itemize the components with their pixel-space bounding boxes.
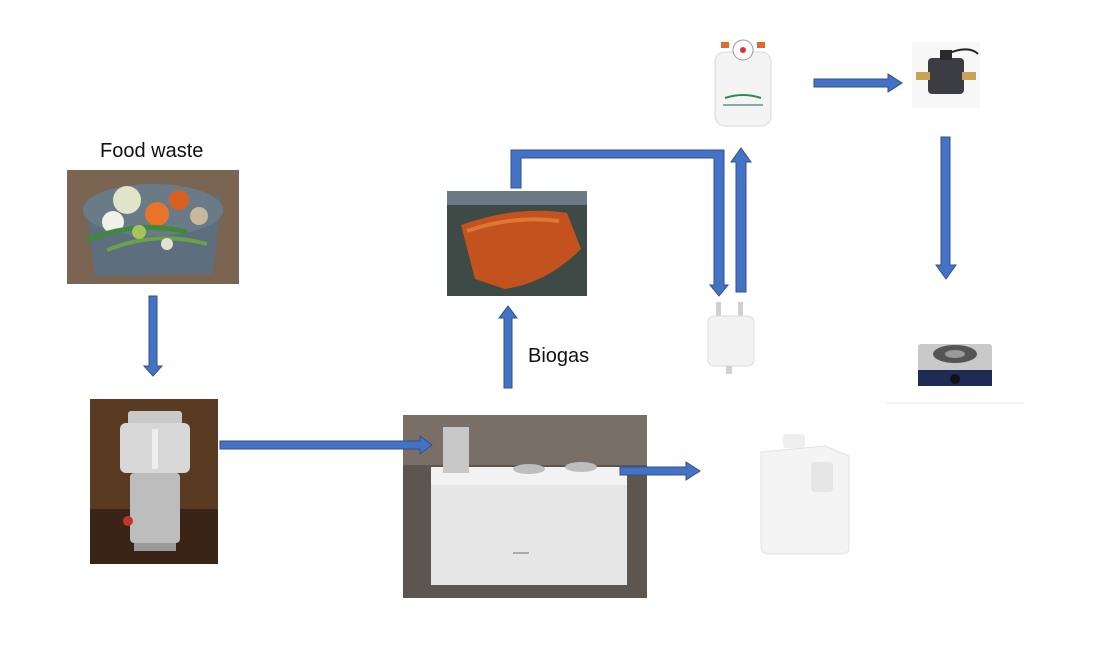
- biogas-digester-image: [403, 415, 647, 598]
- arrow-digester-to-bag: [498, 305, 518, 389]
- booster-pump-image: [912, 42, 980, 108]
- arrow-grinder-to-digester: [219, 435, 433, 455]
- food-grinder-image: [90, 399, 218, 564]
- gas-filter-image: [700, 300, 762, 376]
- arrow-regulator-to-pump: [813, 73, 903, 93]
- arrow-food-to-grinder: [142, 295, 164, 377]
- arrow-filter-to-regulator: [730, 147, 752, 293]
- food-waste-label: Food waste: [100, 140, 204, 162]
- arrow-bag-to-filter: [510, 149, 730, 297]
- biogas-bag-image: [447, 191, 587, 296]
- gas-stove-image: [886, 328, 1024, 404]
- biogas-label: Biogas: [528, 345, 590, 367]
- pressure-regulator-image: [707, 36, 779, 130]
- food-waste-image: [67, 170, 239, 284]
- arrow-pump-to-stove: [935, 136, 957, 280]
- arrow-digester-to-jerrycan: [619, 461, 701, 481]
- digestate-jerrycan-image: [755, 432, 853, 556]
